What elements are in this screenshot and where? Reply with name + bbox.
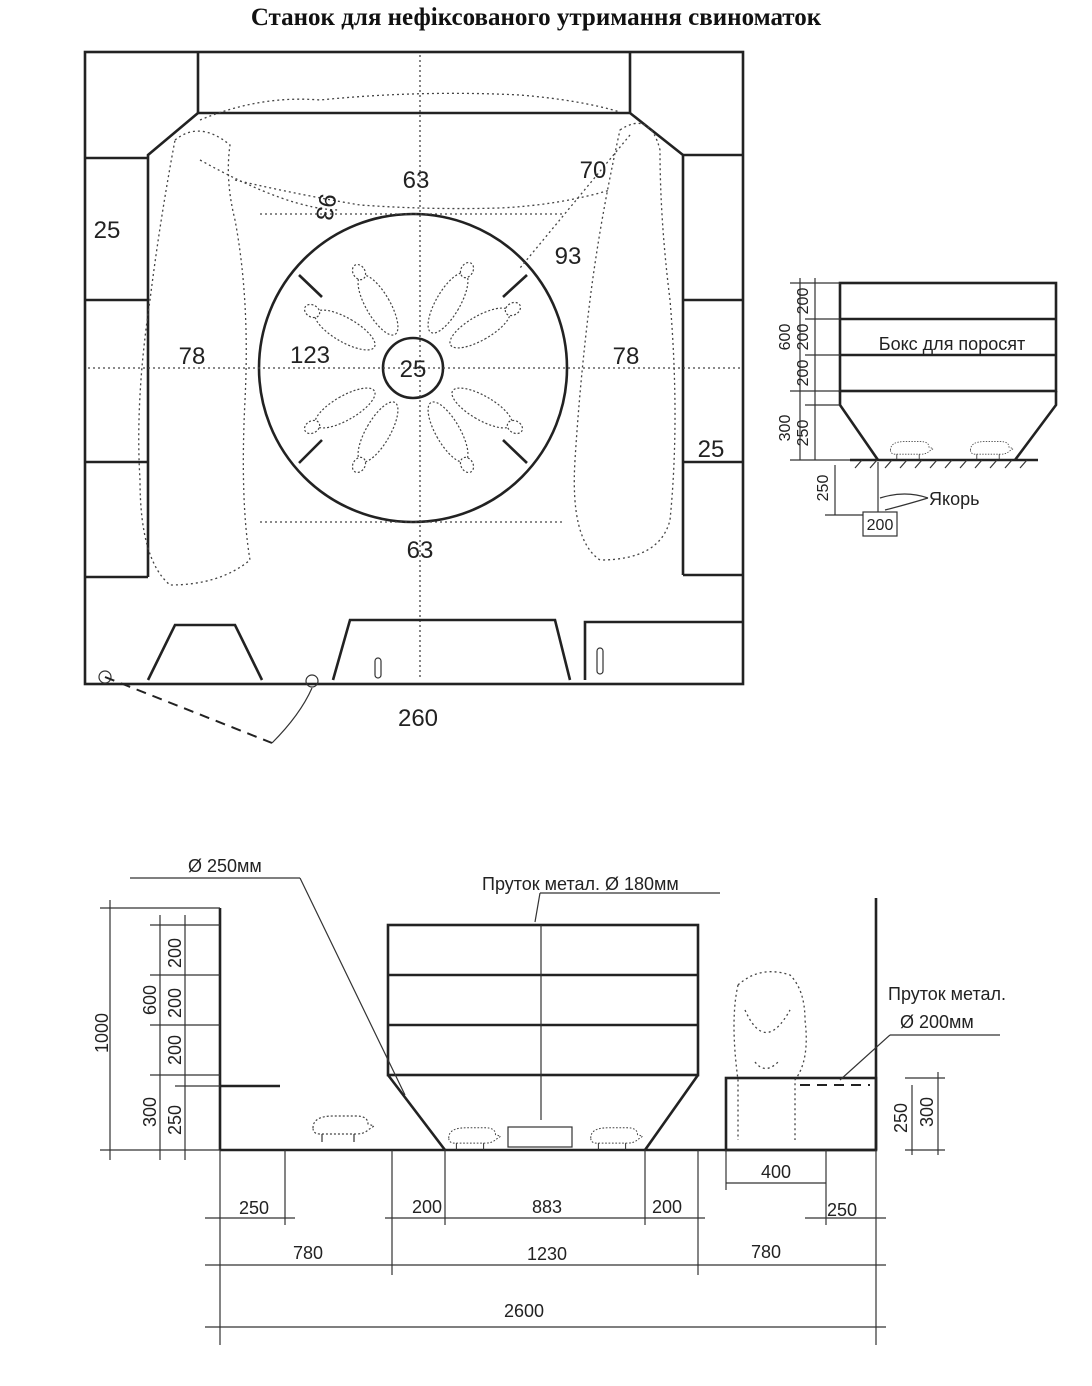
gate-swing-line — [104, 676, 273, 744]
rod-label-200a: Пруток метал. — [888, 984, 1006, 1004]
dim-front-400: 400 — [761, 1162, 791, 1182]
dim-front-780l: 780 — [293, 1243, 323, 1263]
piglet-box-label: Бокс для поросят — [879, 334, 1025, 354]
piglet-front-1 — [312, 1115, 375, 1143]
drawing-title: Станок для нефіксованого утримання свино… — [250, 4, 822, 31]
piglet-box — [838, 281, 1058, 393]
piglet-side-2 — [970, 441, 1014, 461]
dim-corner: 70 — [580, 157, 607, 184]
dim-front-250l: 250 — [239, 1198, 269, 1218]
dim-side-200a: 200 — [795, 288, 812, 315]
side-section: Якорь 200 Бокс для поросят 600 200 200 2… — [777, 278, 1058, 537]
gate-hinge — [98, 670, 112, 684]
dim-width: 260 — [398, 705, 438, 732]
sow-outline-left — [138, 130, 251, 586]
dim-diag-left: 93 — [310, 192, 341, 223]
dim-side-300: 300 — [777, 415, 794, 442]
dim-front-200l: 200 — [412, 1197, 442, 1217]
hopper-box — [386, 923, 700, 1077]
dim-side-600: 600 — [777, 324, 794, 351]
dim-front-2600: 2600 — [504, 1301, 544, 1321]
feeder-left — [146, 623, 264, 681]
dim-front-780r: 780 — [751, 1242, 781, 1262]
feeder-block — [507, 1126, 573, 1148]
dim-front-1000: 1000 — [92, 1013, 112, 1053]
anchor-label: Якорь — [929, 489, 979, 509]
feeder-center — [331, 618, 572, 681]
plan-pen-wall-left — [146, 112, 199, 577]
front-view: Ø 250мм Пруток метал. Ø 180мм Пруток мет… — [92, 856, 1006, 1345]
anchor-block — [862, 511, 898, 537]
dim-center: 25 — [400, 356, 427, 383]
rod-label-200b: Ø 200мм — [900, 1012, 974, 1032]
dim-right: 78 — [613, 343, 640, 370]
dim-side-200b: 200 — [795, 324, 812, 351]
dim-front-right-300: 300 — [917, 1097, 937, 1127]
rod-label-180: Пруток метал. Ø 180мм — [482, 874, 679, 894]
piglet-side-1 — [890, 441, 934, 461]
piglet-front-3 — [590, 1127, 644, 1151]
dim-front-883: 883 — [532, 1197, 562, 1217]
dim-side-250b: 250 — [815, 475, 832, 502]
dim-right-pen: 25 — [698, 436, 725, 463]
dim-side-200c: 200 — [795, 360, 812, 387]
dim-front-200r: 200 — [652, 1197, 682, 1217]
dim-front-250: 250 — [165, 1105, 185, 1135]
gate-latch — [305, 674, 319, 688]
dim-left: 78 — [179, 343, 206, 370]
sow-front-outline — [733, 971, 807, 1140]
dim-front-600: 600 — [140, 985, 160, 1015]
rod-label-250: Ø 250мм — [188, 856, 262, 876]
dim-front-200a: 200 — [165, 938, 185, 968]
dim-front-200c: 200 — [165, 1035, 185, 1065]
dim-left-pen: 25 — [94, 217, 121, 244]
plan-view: 63 93 93 70 25 25 78 78 123 25 63 260 — [83, 50, 745, 744]
dim-front-300: 300 — [140, 1097, 160, 1127]
dim-anchor-200: 200 — [867, 517, 894, 534]
plan-outer-frame — [83, 50, 745, 686]
plan-pen-wall-right — [198, 111, 685, 575]
dim-front-200b: 200 — [165, 988, 185, 1018]
dim-bottom: 63 — [407, 537, 434, 564]
sow-pen-right — [724, 1076, 878, 1152]
feeder-right — [583, 620, 743, 680]
dim-top: 63 — [403, 167, 430, 194]
dim-inner: 123 — [290, 342, 330, 369]
dim-front-right-250: 250 — [891, 1103, 911, 1133]
dim-front-1230: 1230 — [527, 1244, 567, 1264]
piglet-front-2 — [448, 1127, 502, 1151]
sow-outline-right — [573, 122, 676, 561]
dim-side-250: 250 — [795, 420, 812, 447]
dim-diag-right: 93 — [555, 243, 582, 270]
dim-front-250r: 250 — [827, 1200, 857, 1220]
